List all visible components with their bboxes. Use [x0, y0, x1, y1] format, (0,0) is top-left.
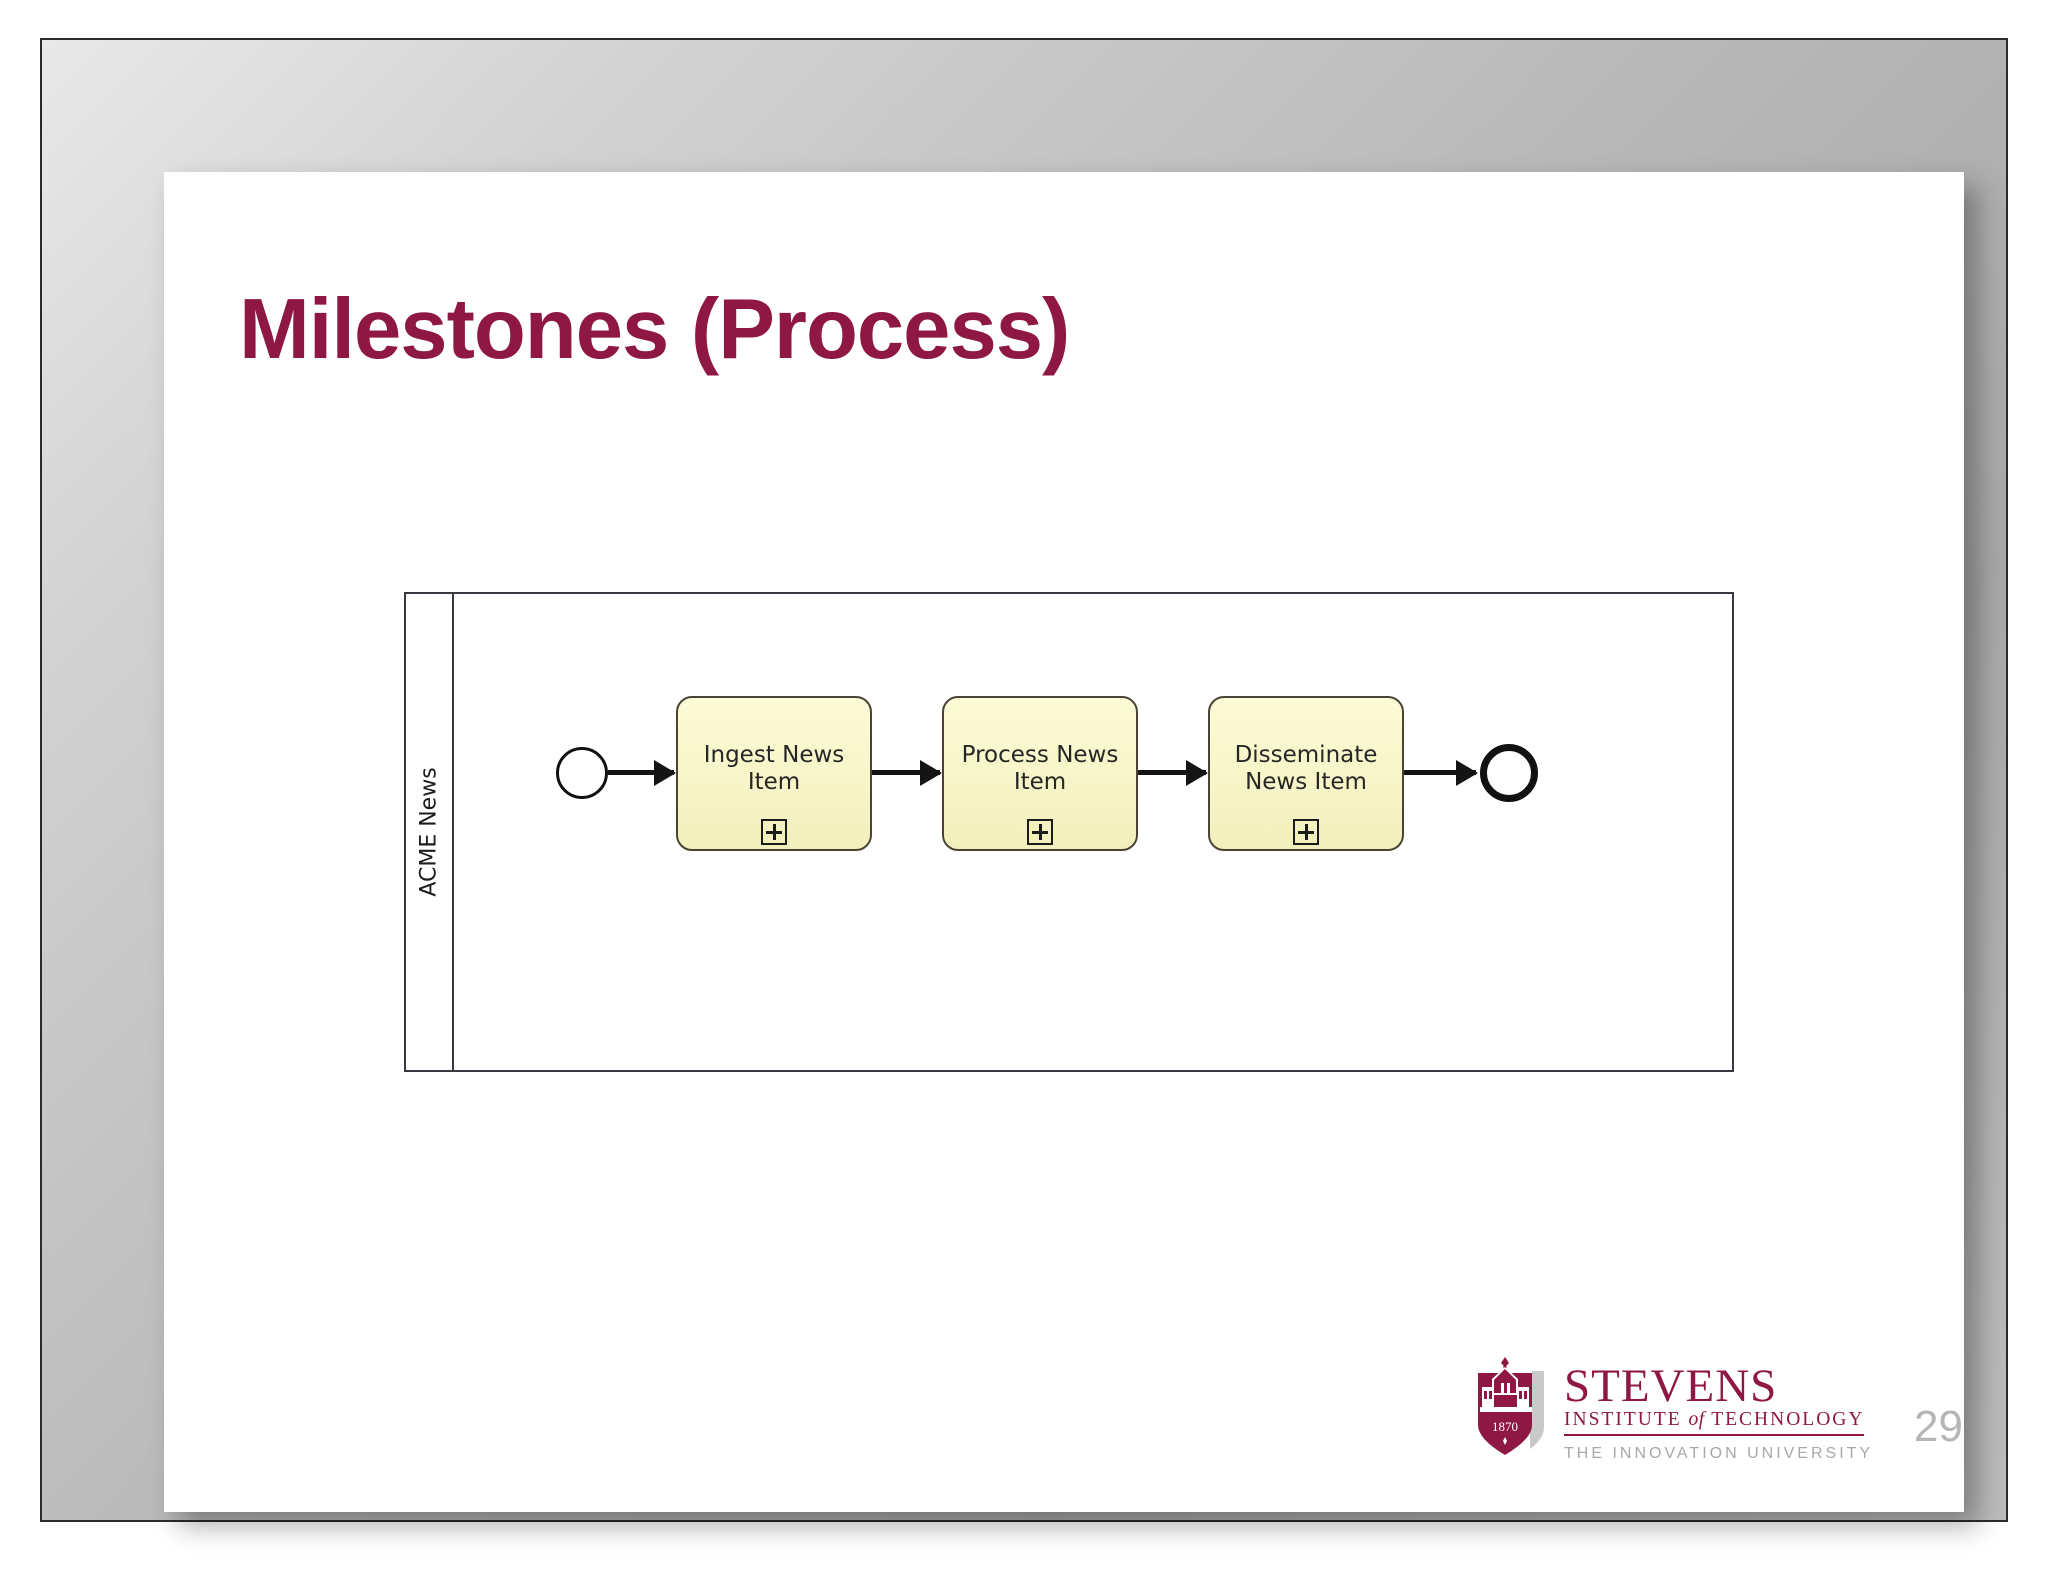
bpmn-sequence-flow-2	[872, 759, 942, 786]
page-title: Milestones (Process)	[239, 282, 1070, 377]
slide-viewer-frame: Milestones (Process) ACME News Ingest Ne…	[40, 38, 2008, 1522]
sub-process-plus-icon[interactable]	[1293, 819, 1319, 845]
sub-process-plus-icon[interactable]	[761, 819, 787, 845]
bpmn-end-event[interactable]	[1480, 744, 1538, 802]
bpmn-task-label: Process News Item	[961, 742, 1119, 796]
bpmn-task-label: Ingest News Item	[703, 742, 845, 796]
sub-process-plus-icon[interactable]	[1027, 819, 1053, 845]
bpmn-task-label: Disseminate News Item	[1234, 742, 1378, 796]
bpmn-lane-label: ACME News	[416, 767, 442, 897]
bpmn-diagram: ACME News Ingest News Item Process News …	[404, 592, 1734, 1072]
stevens-wordmark: STEVENS	[1564, 1360, 1778, 1412]
arrow-head-icon	[920, 759, 942, 786]
crest-year-text: 1870	[1492, 1419, 1518, 1434]
stevens-subtitle: INSTITUTE of TECHNOLOGY	[1564, 1409, 1865, 1437]
stevens-logo: 1870 STEVENS INSTITUTE of TECHNOLOGY THE…	[1474, 1355, 1894, 1465]
arrow-head-icon	[654, 759, 676, 786]
stevens-subtitle-pre: INSTITUTE	[1564, 1409, 1689, 1431]
stevens-subtitle-of: of	[1688, 1409, 1705, 1431]
stevens-subtitle-post: TECHNOLOGY	[1704, 1409, 1865, 1431]
arrow-head-icon	[1456, 759, 1478, 786]
bpmn-task-disseminate-news-item[interactable]: Disseminate News Item	[1208, 696, 1404, 851]
bpmn-task-ingest-news-item[interactable]: Ingest News Item	[676, 696, 872, 851]
slide-page: Milestones (Process) ACME News Ingest Ne…	[164, 172, 1964, 1512]
page-number: 29	[1914, 1402, 1963, 1451]
arrow-head-icon	[1186, 759, 1208, 786]
bpmn-sequence-flow-3	[1138, 759, 1208, 786]
bpmn-sequence-flow-4	[1404, 759, 1478, 786]
stevens-wordmark-block: STEVENS INSTITUTE of TECHNOLOGY THE INNO…	[1564, 1360, 1874, 1463]
bpmn-start-event[interactable]	[556, 747, 608, 799]
stevens-tagline: THE INNOVATION UNIVERSITY	[1564, 1445, 1874, 1463]
bpmn-sequence-flow-1	[608, 759, 676, 786]
bpmn-lane-header: ACME News	[406, 594, 454, 1070]
bpmn-task-process-news-item[interactable]: Process News Item	[942, 696, 1138, 851]
stevens-crest-icon: 1870	[1478, 1357, 1544, 1455]
